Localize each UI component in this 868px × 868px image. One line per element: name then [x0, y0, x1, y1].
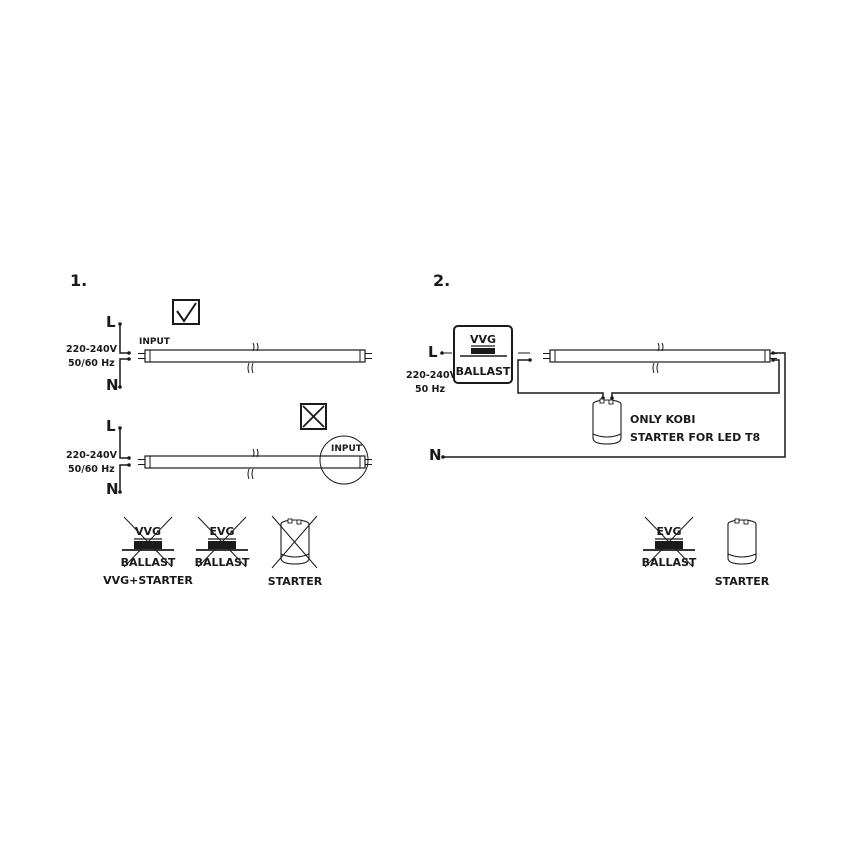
starter-icon	[727, 518, 757, 565]
vvg-ballast-box: VVG BALLAST	[453, 325, 513, 384]
neutral-label: N	[106, 376, 119, 394]
led-tube	[542, 342, 778, 374]
checkbox-checked-icon	[172, 299, 200, 325]
svg-text:EVG: EVG	[656, 525, 681, 538]
voltage-label: 220-240V	[66, 344, 118, 355]
starter-crossed-icon	[271, 515, 318, 569]
voltage-label: 220-240V	[66, 450, 118, 461]
vvg-starter-caption: VVG+STARTER	[103, 574, 193, 587]
live-label: L	[106, 313, 116, 331]
input-label: INPUT	[139, 337, 171, 347]
ballast-bottom-label: BALLAST	[456, 365, 511, 378]
diagram2-number: 2.	[433, 271, 450, 290]
starter-caption: STARTER	[268, 575, 323, 588]
led-tube	[137, 342, 373, 374]
evg-ballast-crossed-icon: EVG BALLAST	[642, 516, 697, 569]
neutral-label: N	[106, 480, 119, 498]
input-highlight-circle	[319, 435, 369, 485]
svg-text:BALLAST: BALLAST	[195, 556, 250, 569]
svg-text:BALLAST: BALLAST	[121, 556, 176, 569]
checkbox-crossed-icon	[300, 403, 327, 430]
evg-ballast-crossed-icon: EVG BALLAST	[195, 516, 250, 569]
diagram1-incorrect: L N 220-240V 50/60 Hz INPUT	[66, 403, 373, 498]
voltage-label: 220-240V	[406, 370, 458, 381]
neutral-label: N	[429, 446, 442, 464]
frequency-label: 50 Hz	[415, 384, 445, 395]
kobi-starter-icon	[592, 398, 622, 445]
frequency-label: 50/60 Hz	[68, 358, 115, 369]
svg-text:VVG: VVG	[135, 525, 161, 538]
starter-caption: STARTER	[715, 575, 770, 588]
svg-text:BALLAST: BALLAST	[642, 556, 697, 569]
diagram1-number: 1.	[70, 271, 87, 290]
vvg-ballast-crossed-icon: VVG BALLAST	[121, 516, 176, 569]
starter-note-line2: STARTER FOR LED T8	[630, 431, 760, 444]
ballast-top-label: VVG	[470, 333, 496, 346]
starter-note-line1: ONLY KOBI	[630, 413, 696, 426]
svg-text:EVG: EVG	[209, 525, 234, 538]
frequency-label: 50/60 Hz	[68, 464, 115, 475]
diagram1-correct: L N 220-240V 50/60 Hz INPUT	[66, 299, 373, 394]
live-label: L	[106, 417, 116, 435]
live-label: L	[428, 343, 438, 361]
input-label: INPUT	[331, 444, 363, 454]
